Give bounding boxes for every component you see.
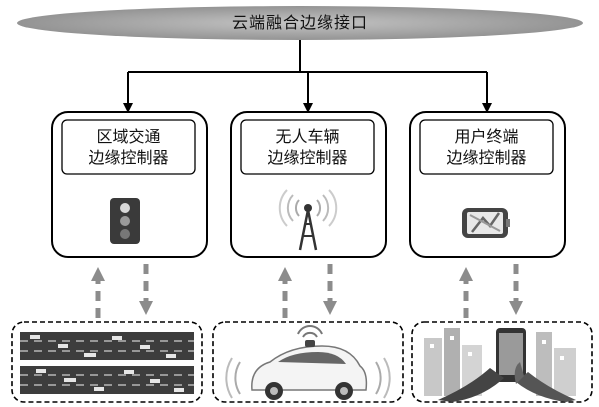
controller-label-regional-traffic: 区域交通 边缘控制器 [62,126,195,168]
controller-box-unmanned-vehicle [230,111,387,258]
controller-label-user-terminal: 用户终端 边缘控制器 [420,126,553,168]
autonomous-car-icon [225,325,391,400]
controller-label-unmanned-vehicle: 无人车辆 边缘控制器 [241,126,374,168]
endpoint-box-highway [11,321,203,403]
controller-box-regional-traffic [51,111,208,258]
controller-title-line1: 用户终端 [454,127,519,146]
cloud-connector-lines [123,40,492,113]
radio-tower-icon [278,189,338,251]
controller-title-line2: 边缘控制器 [446,148,527,167]
cloud-interface-label: 云端融合边缘接口 [231,13,368,32]
controller-title-line2: 边缘控制器 [267,148,348,167]
phone-map-icon [462,208,510,238]
smartphone-city-icon [424,328,576,402]
controller-box-user-terminal [409,111,566,258]
dashed-arrows [91,264,523,318]
endpoint-box-vehicle [212,321,404,403]
controller-title-line2: 边缘控制器 [88,148,169,167]
cloud-interface-ellipse [17,6,583,40]
controller-title-line1: 无人车辆 [275,127,340,146]
controller-title-line1: 区域交通 [96,127,161,146]
endpoint-box-terminal [411,321,593,403]
traffic-light-icon [110,198,140,244]
highway-traffic-icon [20,332,194,394]
